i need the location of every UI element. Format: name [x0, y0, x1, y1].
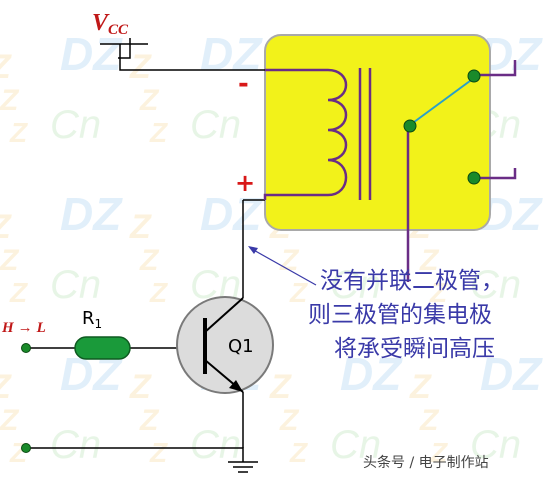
watermark-tile: DZ ZZZ Cn — [0, 188, 123, 308]
watermark-z: Z — [419, 404, 440, 437]
no-contact-lead — [474, 60, 517, 77]
watermark-z: Z — [9, 117, 28, 148]
switch-armature — [409, 77, 475, 126]
watermark-z: Z — [279, 404, 300, 437]
ground-input-node — [21, 443, 31, 453]
annotation-line-1: 没有并联二极管， — [320, 268, 504, 294]
watermark-tile: DZ ZZZ Cn — [129, 28, 263, 148]
transistor-label: Q1 — [228, 336, 254, 357]
watermark-cn: Cn — [50, 423, 101, 467]
watermark-z: Z — [139, 84, 160, 117]
watermark-dz: DZ — [480, 348, 543, 400]
circuit-wires — [28, 38, 265, 473]
footer-credit: 头条号 / 电子制作站 — [363, 454, 489, 471]
watermark-z: Z — [269, 368, 292, 406]
watermark-z: Z — [429, 277, 448, 308]
watermark-z: Z — [0, 404, 20, 437]
input-node — [21, 343, 31, 353]
watermark-z: Z — [419, 244, 440, 277]
watermark-z: Z — [129, 208, 152, 246]
watermark-z: Z — [9, 277, 28, 308]
watermark-z: Z — [149, 277, 168, 308]
watermark-dz: DZ — [200, 188, 263, 240]
watermark-z: Z — [0, 368, 12, 406]
switch-pivot-node — [403, 119, 417, 133]
watermark-tile: DZ ZZZ Cn — [0, 28, 123, 148]
watermark-z: Z — [129, 48, 152, 86]
annotation-leader — [249, 247, 317, 286]
watermark-z: Z — [409, 368, 432, 406]
watermark-z: Z — [139, 404, 160, 437]
nc-contact-lead — [474, 168, 517, 180]
watermark-tile: DZ ZZZ Cn — [409, 348, 543, 468]
watermark-cn: Cn — [50, 103, 101, 147]
transistor-q1-body — [176, 296, 274, 394]
watermark-cn: Cn — [470, 263, 521, 307]
watermark-cn: Cn — [190, 423, 241, 467]
resistor-r1 — [74, 336, 131, 360]
watermark-cn: Cn — [330, 423, 381, 467]
watermark-z: Z — [129, 368, 152, 406]
watermark-dz: DZ — [200, 28, 263, 80]
ground-wire — [28, 447, 244, 462]
coil-winding — [327, 68, 348, 197]
annotation-line-2: 则三极管的集电极 — [308, 302, 492, 328]
watermark-cn: Cn — [190, 103, 241, 147]
vcc-label: VCC — [92, 10, 129, 38]
relay-body — [264, 34, 491, 231]
watermark-dz: DZ — [60, 188, 123, 240]
no-contact-node — [467, 69, 481, 83]
emitter-arrow-icon — [229, 380, 243, 392]
resistor-label: R1 — [82, 308, 102, 331]
relay-coil — [263, 60, 517, 282]
annotation-text: 没有并联二极管， 则三极管的集电极 将承受瞬间高压 — [308, 268, 504, 362]
vcc-wire — [119, 44, 265, 71]
annotation-arrow-icon — [248, 246, 258, 254]
transistor-collector — [204, 297, 244, 333]
watermark-cn: Cn — [330, 263, 381, 307]
watermark-z: Z — [429, 437, 448, 468]
watermark-tile: DZ ZZZ Cn — [269, 348, 403, 468]
watermark-cn: Cn — [470, 423, 521, 467]
nc-contact-node — [467, 171, 481, 185]
watermark-dz: DZ — [60, 28, 123, 80]
plus-label: + — [235, 169, 255, 197]
watermark-dz: DZ — [340, 348, 403, 400]
coil-lead-bottom — [263, 193, 328, 200]
minus-label: - — [238, 69, 249, 99]
watermark-z: Z — [0, 84, 20, 117]
watermark-z: Z — [289, 437, 308, 468]
watermark-z: Z — [0, 244, 20, 277]
watermark-z: Z — [0, 48, 12, 86]
annotation-line-3: 将承受瞬间高压 — [334, 336, 495, 362]
watermark-z: Z — [139, 244, 160, 277]
watermark-z: Z — [0, 208, 12, 246]
watermark-z: Z — [289, 277, 308, 308]
watermark-z: Z — [149, 117, 168, 148]
input-label: H→L — [1, 320, 46, 336]
watermark-z: Z — [149, 437, 168, 468]
watermark-cn: Cn — [50, 263, 101, 307]
watermark-z: Z — [279, 244, 300, 277]
